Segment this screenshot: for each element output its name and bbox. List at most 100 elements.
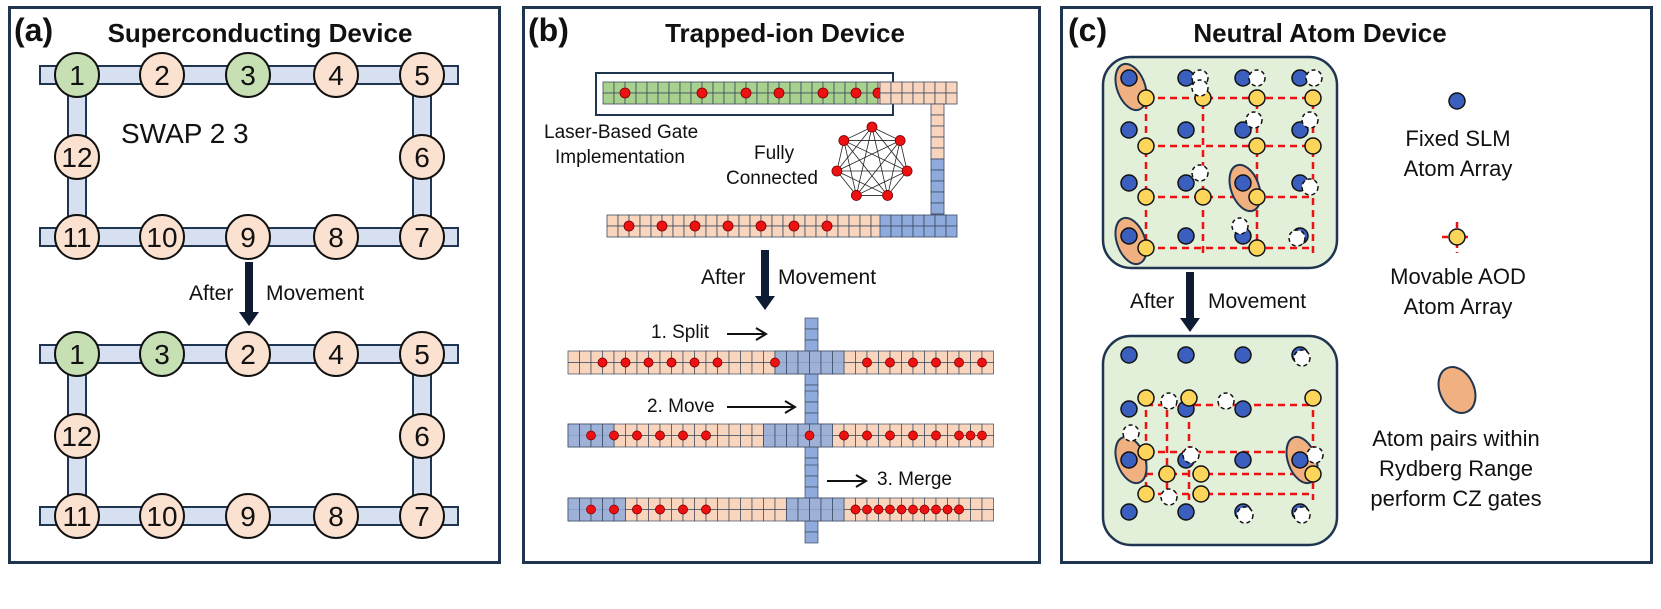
graph-node: [882, 190, 894, 201]
fully-label-line2: Connected: [726, 168, 818, 189]
row-ion: [804, 430, 815, 441]
bottom-grid-qubit-label-8: 8: [328, 501, 344, 532]
top-chain-cell: [723, 92, 736, 105]
bottom-grid-qubit-2: [225, 331, 271, 377]
junction-cell: [930, 125, 945, 138]
aod-atom: [1192, 465, 1210, 483]
junction-cell: [930, 169, 945, 182]
legend-pair-icon: [1437, 366, 1477, 414]
middle-chain-cell: [771, 214, 784, 227]
top-chain-tail-cell: [890, 92, 903, 105]
move-row-blue-cell: [763, 423, 776, 448]
split-row-blue-cell: [809, 350, 822, 375]
step-merge-label: 3. Merge: [877, 469, 952, 490]
row-ion: [839, 430, 849, 441]
split-row-cell: [740, 350, 753, 363]
top-chain-cell: [800, 92, 813, 105]
empty-site: [1245, 111, 1263, 129]
split-row-cell: [567, 350, 580, 363]
bottom-grid-qubit-label-6: 6: [414, 421, 430, 452]
merge-row-cell: [728, 497, 741, 510]
merge-row-blue-cell: [832, 497, 845, 522]
row-ion: [620, 357, 631, 368]
middle-chain-blue-cell: [912, 225, 925, 238]
step-move-label: 2. Move: [647, 396, 715, 417]
bottom-grid-qubit-label-3: 3: [154, 339, 170, 370]
empty-site: [1122, 424, 1140, 442]
row-ion: [701, 430, 711, 441]
top-chain-cell: [833, 92, 846, 105]
top-grid-qubit-label-6: 6: [414, 142, 430, 173]
bottom-grid-qubit-label-1: 1: [69, 339, 85, 370]
top-grid-qubit-4: [313, 52, 359, 98]
top-chain-cell: [789, 92, 802, 105]
junction-cell: [930, 158, 945, 171]
row-ion: [586, 430, 596, 441]
legend-pair-line1: Atom pairs within: [1372, 426, 1540, 451]
graph-edge: [836, 126, 873, 172]
graph-node: [901, 165, 913, 177]
slm-atom: [1234, 346, 1252, 364]
slm-atom: [1120, 451, 1138, 469]
split-row-cell: [728, 362, 741, 375]
middle-chain-cell: [705, 225, 718, 238]
merge-row-cell: [981, 509, 994, 522]
bottom-grid-qubit-label-10: 10: [146, 501, 177, 532]
middle-chain-blue-cell: [923, 214, 936, 227]
row-ion: [597, 357, 608, 368]
merge-row-junction-cell: [804, 531, 819, 544]
move-row-ion: [954, 430, 964, 441]
legend-pair-line2: Rydberg Range: [1378, 456, 1534, 481]
top-chain-tail-cell: [890, 81, 903, 94]
panel-c-title: Neutral Atom Device: [1193, 18, 1447, 48]
row-ion: [896, 504, 907, 515]
split-arrow-head: [755, 327, 768, 341]
top-chain-ion: [696, 87, 708, 99]
aod-atom: [1248, 137, 1266, 155]
graph-node: [866, 121, 878, 133]
graph-edge: [843, 140, 908, 172]
move-row-junction-cell: [804, 446, 819, 459]
middle-chain-cell: [804, 214, 817, 227]
top-chain-ion: [619, 87, 631, 99]
middle-chain-blue-cell: [923, 225, 936, 238]
middle-chain-ion: [656, 220, 668, 232]
top-grid-qubit-label-3: 3: [240, 60, 256, 91]
row-ion: [701, 504, 711, 515]
top-chain-cell: [789, 81, 802, 94]
merge-row-cell: [763, 497, 776, 510]
split-row-cell: [751, 362, 764, 375]
top-chain-cell: [646, 81, 659, 94]
split-row-junction-cell: [804, 317, 819, 330]
panel-b-arrow-shaft: [761, 250, 769, 298]
merge-row-junction-cell: [804, 475, 819, 488]
merge-arrow-head: [855, 474, 868, 488]
top-chain-ion: [817, 87, 829, 99]
laser-label-line1: Laser-Based Gate: [544, 122, 699, 143]
bottom-grid-qubit-label-7: 7: [414, 501, 430, 532]
top-chain-cell: [602, 81, 615, 94]
row-ion: [655, 504, 665, 515]
split-row-blue-cell: [797, 350, 810, 375]
top-grid-qubit-label-5: 5: [414, 60, 430, 91]
graph-node: [850, 190, 862, 201]
slm-atom: [1177, 503, 1195, 521]
top-chain-tail-cell: [912, 92, 925, 105]
merge-row-junction-cell: [804, 486, 819, 499]
row-ion: [643, 357, 654, 368]
row-ion: [689, 357, 700, 368]
row-ion: [942, 504, 953, 515]
slm-atom: [1120, 174, 1138, 192]
middle-chain-cell: [738, 214, 751, 227]
row-ion: [586, 504, 596, 515]
top-grid-qubit-label-11: 11: [62, 222, 91, 253]
merge-row-blue-cell: [809, 497, 822, 522]
empty-site: [1231, 217, 1249, 235]
slm-atom: [1234, 121, 1252, 139]
split-row-junction-cell: [804, 339, 819, 352]
top-grid-qubit-12: [54, 134, 100, 180]
panel-a-after-label: After: [189, 282, 234, 305]
slm-atom: [1120, 69, 1138, 87]
slm-atom: [1120, 346, 1138, 364]
middle-chain-blue-cell: [934, 225, 947, 238]
